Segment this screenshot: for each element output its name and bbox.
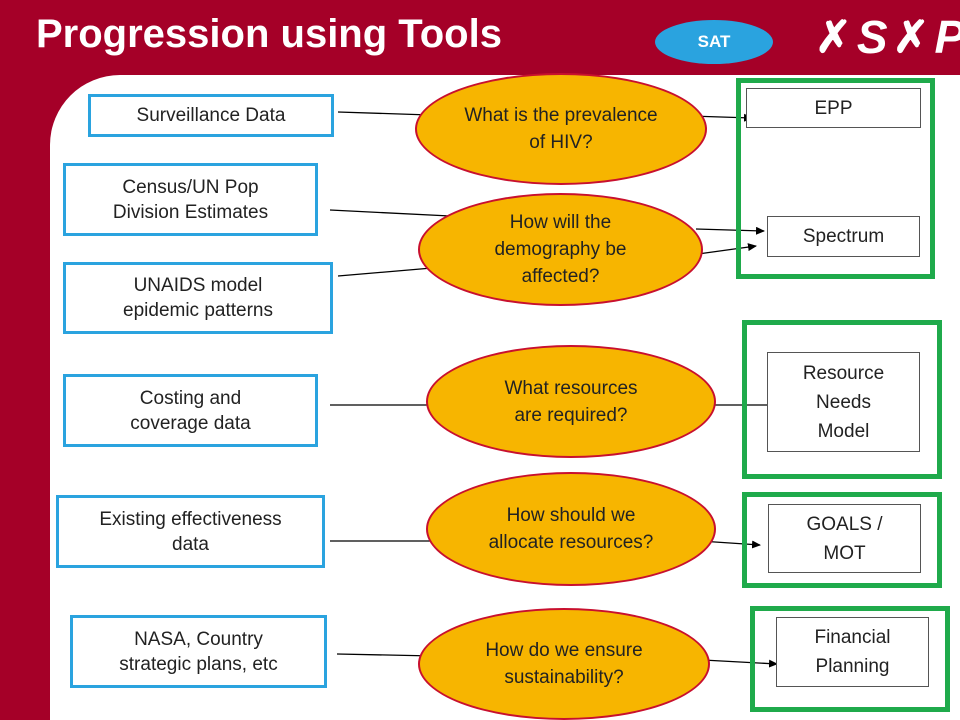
arrow-to-financial xyxy=(702,659,778,668)
group-box-rnm xyxy=(742,320,942,479)
question-ellipse-prevalence: What is the prevalence of HIV? xyxy=(415,73,707,185)
sat-badge: SAT xyxy=(655,20,773,64)
page-title: Progression using Tools xyxy=(36,12,502,56)
arrow-to-spectrum-a xyxy=(695,226,765,235)
question-label: How will the demography be affected? xyxy=(494,212,627,287)
source-label: Existing effectiveness data xyxy=(99,508,282,555)
header-band xyxy=(0,0,960,75)
tool-box-goals: GOALS / MOT xyxy=(768,504,921,573)
question-ellipse-allocate: How should we allocate resources? xyxy=(426,472,716,586)
ribbon-icon: ✗ xyxy=(815,12,857,62)
connector-nasa xyxy=(336,653,435,657)
group-box-epp-spectrum xyxy=(736,78,935,279)
logo-letter-right: P xyxy=(934,10,960,64)
question-ellipse-resources: What resources are required? xyxy=(426,345,716,458)
tool-label: Financial Planning xyxy=(814,627,891,677)
arrow-to-spectrum-b xyxy=(697,243,757,255)
question-label: How should we allocate resources? xyxy=(488,505,654,553)
logo-letter-left: S xyxy=(856,11,893,63)
source-box-effectiveness: Existing effectiveness data xyxy=(56,495,325,568)
source-label: Costing and coverage data xyxy=(130,387,251,434)
tool-label: Resource Needs Model xyxy=(802,362,885,442)
connector-unaids xyxy=(337,267,433,277)
group-box-financial xyxy=(750,606,950,712)
tool-label: GOALS / MOT xyxy=(806,513,883,564)
question-label: How do we ensure sustainability? xyxy=(485,640,643,688)
tool-box-spectrum: Spectrum xyxy=(767,216,920,257)
tool-label: EPP xyxy=(814,97,853,119)
source-label: Census/UN Pop Division Estimates xyxy=(112,176,269,223)
source-label: UNAIDS model epidemic patterns xyxy=(123,275,273,321)
question-label: What is the prevalence of HIV? xyxy=(464,105,658,153)
source-box-unaids: UNAIDS model epidemic patterns xyxy=(63,262,333,334)
source-box-surveillance: Surveillance Data xyxy=(88,94,334,137)
tool-label: Spectrum xyxy=(802,226,885,247)
group-box-goals xyxy=(742,492,942,588)
sssp-logo: ✗S✗P xyxy=(815,8,960,66)
tool-box-epp: EPP xyxy=(746,88,921,128)
connector-census xyxy=(329,209,451,217)
tool-box-financial: Financial Planning xyxy=(776,617,929,687)
question-ellipse-demography: How will the demography be affected? xyxy=(418,193,703,306)
source-box-census: Census/UN Pop Division Estimates xyxy=(63,163,318,236)
question-label: What resources are required? xyxy=(504,377,638,426)
left-band xyxy=(0,0,50,720)
connector-surveillance xyxy=(337,111,431,116)
ribbon-icon: ✗ xyxy=(892,12,935,62)
source-box-costing: Costing and coverage data xyxy=(63,374,318,447)
source-label: NASA, Country strategic plans, etc xyxy=(119,628,278,675)
source-box-nasa: NASA, Country strategic plans, etc xyxy=(70,615,327,688)
source-label: Surveillance Data xyxy=(136,105,286,126)
tool-box-rnm: Resource Needs Model xyxy=(767,352,920,452)
question-ellipse-sustain: How do we ensure sustainability? xyxy=(418,608,710,720)
